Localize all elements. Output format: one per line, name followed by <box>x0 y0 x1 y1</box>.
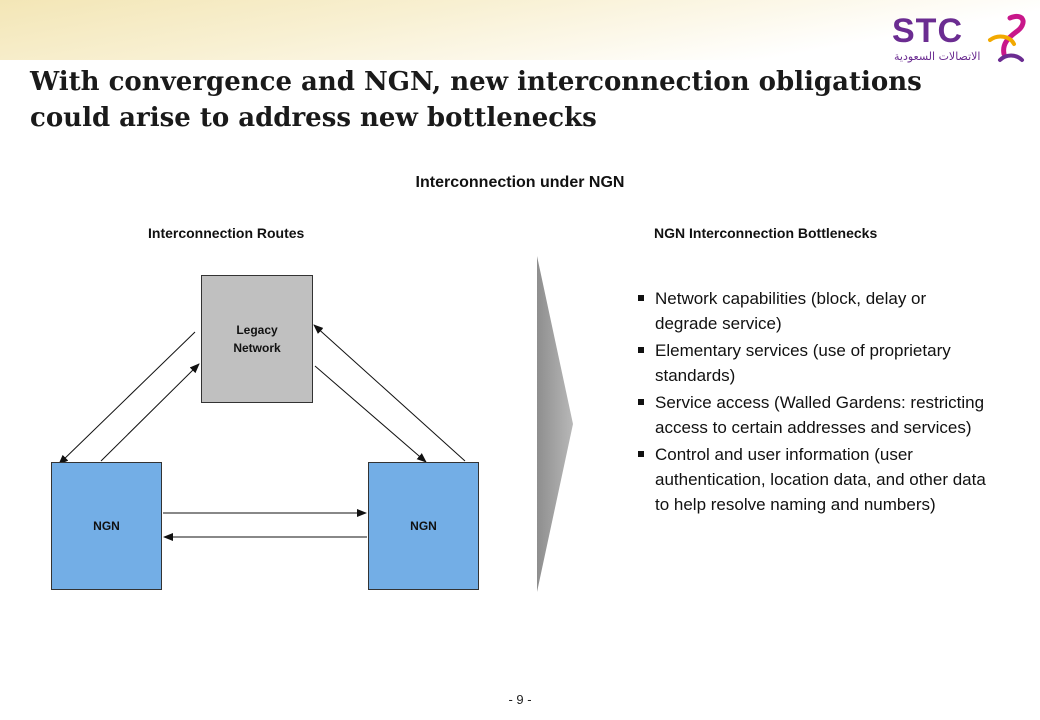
logo-text: STC <box>892 12 963 50</box>
page-number: - 9 - <box>508 692 532 707</box>
stc-swoosh-icon <box>988 14 1026 62</box>
legacy-network-box: Legacy Network <box>201 275 313 403</box>
list-item: Elementary services (use of proprietary … <box>636 338 986 388</box>
bottlenecks-heading: NGN Interconnection Bottlenecks <box>654 225 878 241</box>
arrow-legacy-to-ngn-left <box>58 331 196 465</box>
stc-logo: STC الاتصالات السعودية <box>880 10 1030 70</box>
bullet-square-icon <box>638 399 644 405</box>
bullet-square-icon <box>638 347 644 353</box>
arrow-legacy-to-ngn-right <box>314 365 427 463</box>
list-item: Control and user information (user authe… <box>636 442 986 517</box>
ngn-right-box: NGN <box>368 462 479 590</box>
diagram-title: Interconnection under NGN <box>415 174 625 191</box>
bullet-square-icon <box>638 451 644 457</box>
logo-subtext: الاتصالات السعودية <box>894 50 981 63</box>
routes-heading: Interconnection Routes <box>148 225 305 241</box>
list-item: Network capabilities (block, delay or de… <box>636 286 986 336</box>
bottleneck-list: Network capabilities (block, delay or de… <box>636 286 986 519</box>
list-item: Service access (Walled Gardens: restrict… <box>636 390 986 440</box>
chevron-arrow-shape <box>537 256 573 592</box>
header-band <box>0 0 1040 60</box>
arrow-ngn-right-to-legacy <box>313 324 466 462</box>
bullet-square-icon <box>638 295 644 301</box>
page-title: With convergence and NGN, new interconne… <box>30 67 922 133</box>
arrow-ngn-left-to-legacy <box>100 363 200 462</box>
ngn-left-box: NGN <box>51 462 162 590</box>
